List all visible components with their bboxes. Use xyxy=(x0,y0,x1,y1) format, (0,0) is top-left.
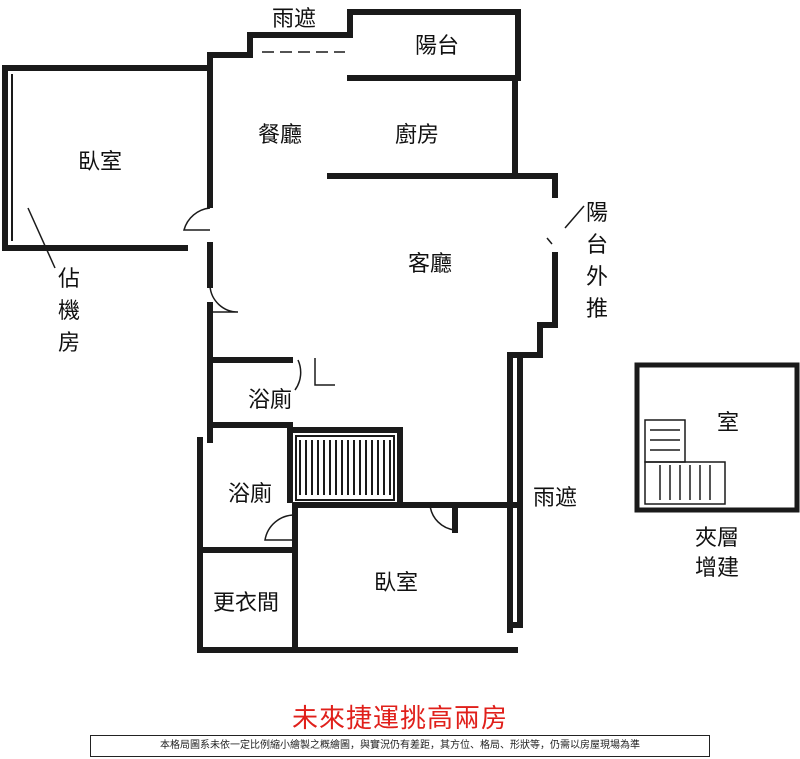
door-bedroom-bottom xyxy=(429,504,456,531)
door-living-left xyxy=(209,285,239,313)
balcony-push-char: 外 xyxy=(586,265,609,290)
wall-stairs xyxy=(287,427,403,503)
wall-bedroom-bottom-top xyxy=(292,502,518,533)
opening-bath1 xyxy=(314,358,335,386)
label-living: 客廳 xyxy=(408,252,453,277)
label-mezzanine-line1: 夾層 xyxy=(695,526,740,551)
stairs xyxy=(295,435,395,501)
mezzanine-outline xyxy=(634,362,800,513)
label-bathroom-1: 浴廁 xyxy=(248,388,293,413)
wall-living-right xyxy=(507,252,558,633)
machine-room-char: 房 xyxy=(58,331,81,356)
label-canopy-right: 雨遮 xyxy=(533,486,578,511)
label-balcony: 陽台 xyxy=(415,34,460,59)
label-closet: 更衣間 xyxy=(213,591,280,616)
wall-bath2 xyxy=(197,437,518,653)
balcony-push-char: 陽 xyxy=(586,201,609,226)
label-bedroom-left: 臥室 xyxy=(78,150,123,175)
machine-room-char: 佔 xyxy=(58,267,81,292)
wall-kitchen-counter xyxy=(327,173,558,198)
wall-bath1 xyxy=(212,357,293,503)
wall-bedroom-left xyxy=(2,65,213,251)
floor-plan xyxy=(2,9,800,653)
label-bedroom-bottom: 臥室 xyxy=(374,571,419,596)
machine-room-char: 機 xyxy=(58,299,81,324)
label-dining: 餐廳 xyxy=(258,123,303,148)
machine-room-pointer xyxy=(27,207,56,269)
balcony-push-pointer xyxy=(564,205,585,229)
wall-top xyxy=(207,9,521,81)
door-bath1 xyxy=(294,359,302,391)
label-mezzanine-line2: 增建 xyxy=(695,556,740,581)
label-kitchen: 廚房 xyxy=(395,123,440,148)
disclaimer: 本格局圖系未依一定比例縮小繪製之概繪圖，與實況仍有差距，其方位、格局、形狀等，仍… xyxy=(90,735,710,757)
label-bathroom-2: 浴廁 xyxy=(228,482,273,507)
door-bedroom-left xyxy=(183,207,211,231)
wall-right-outer xyxy=(507,352,523,628)
balcony-push-char: 推 xyxy=(586,297,609,322)
door-bath2 xyxy=(264,514,296,541)
label-mezzanine-room: 室 xyxy=(717,411,740,436)
balcony-push-char: 台 xyxy=(586,233,609,258)
label-machine-room: 佔 機 房 xyxy=(58,264,80,360)
label-balcony-push: 陽 台 外 推 xyxy=(586,198,608,326)
plan-title: 未來捷運挑高兩房 xyxy=(291,704,508,734)
label-canopy-top: 雨遮 xyxy=(272,7,317,32)
